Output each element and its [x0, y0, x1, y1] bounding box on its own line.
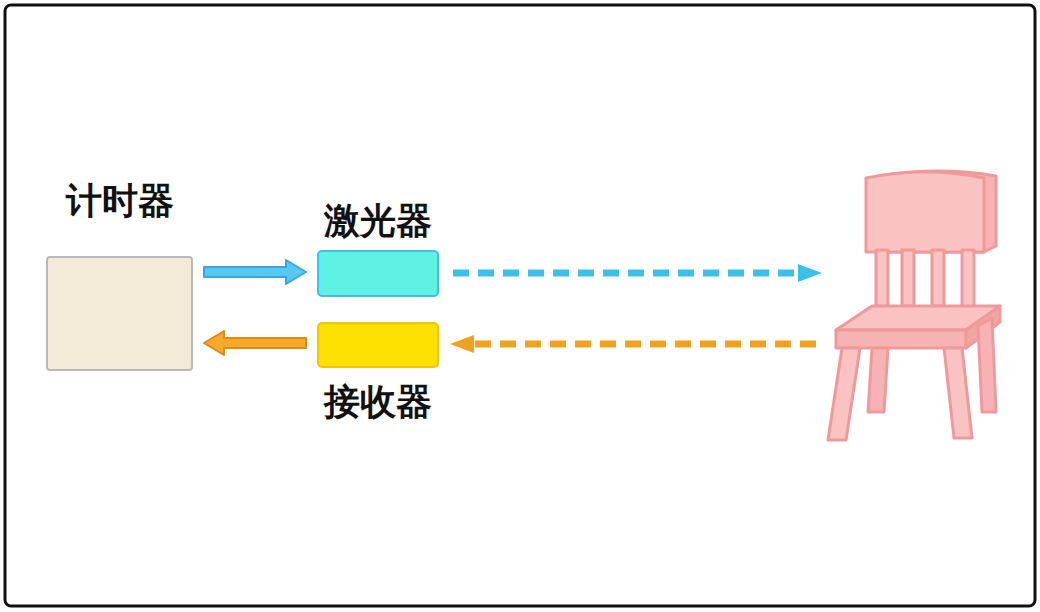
node-label: 接收器: [324, 380, 432, 423]
laser-box: 激光器: [317, 250, 439, 297]
frame: [5, 5, 1035, 606]
signal-arrow: [204, 331, 306, 355]
node-label: 计时器: [66, 179, 174, 222]
timer-box: 计时器: [46, 256, 193, 371]
laser-beam: [453, 264, 822, 282]
node-label: 激光器: [324, 199, 432, 242]
reflected-beam: [450, 335, 816, 353]
chair-illustration: [828, 171, 1000, 440]
signal-arrow: [204, 260, 306, 284]
receiver-box: 接收器: [317, 322, 439, 368]
